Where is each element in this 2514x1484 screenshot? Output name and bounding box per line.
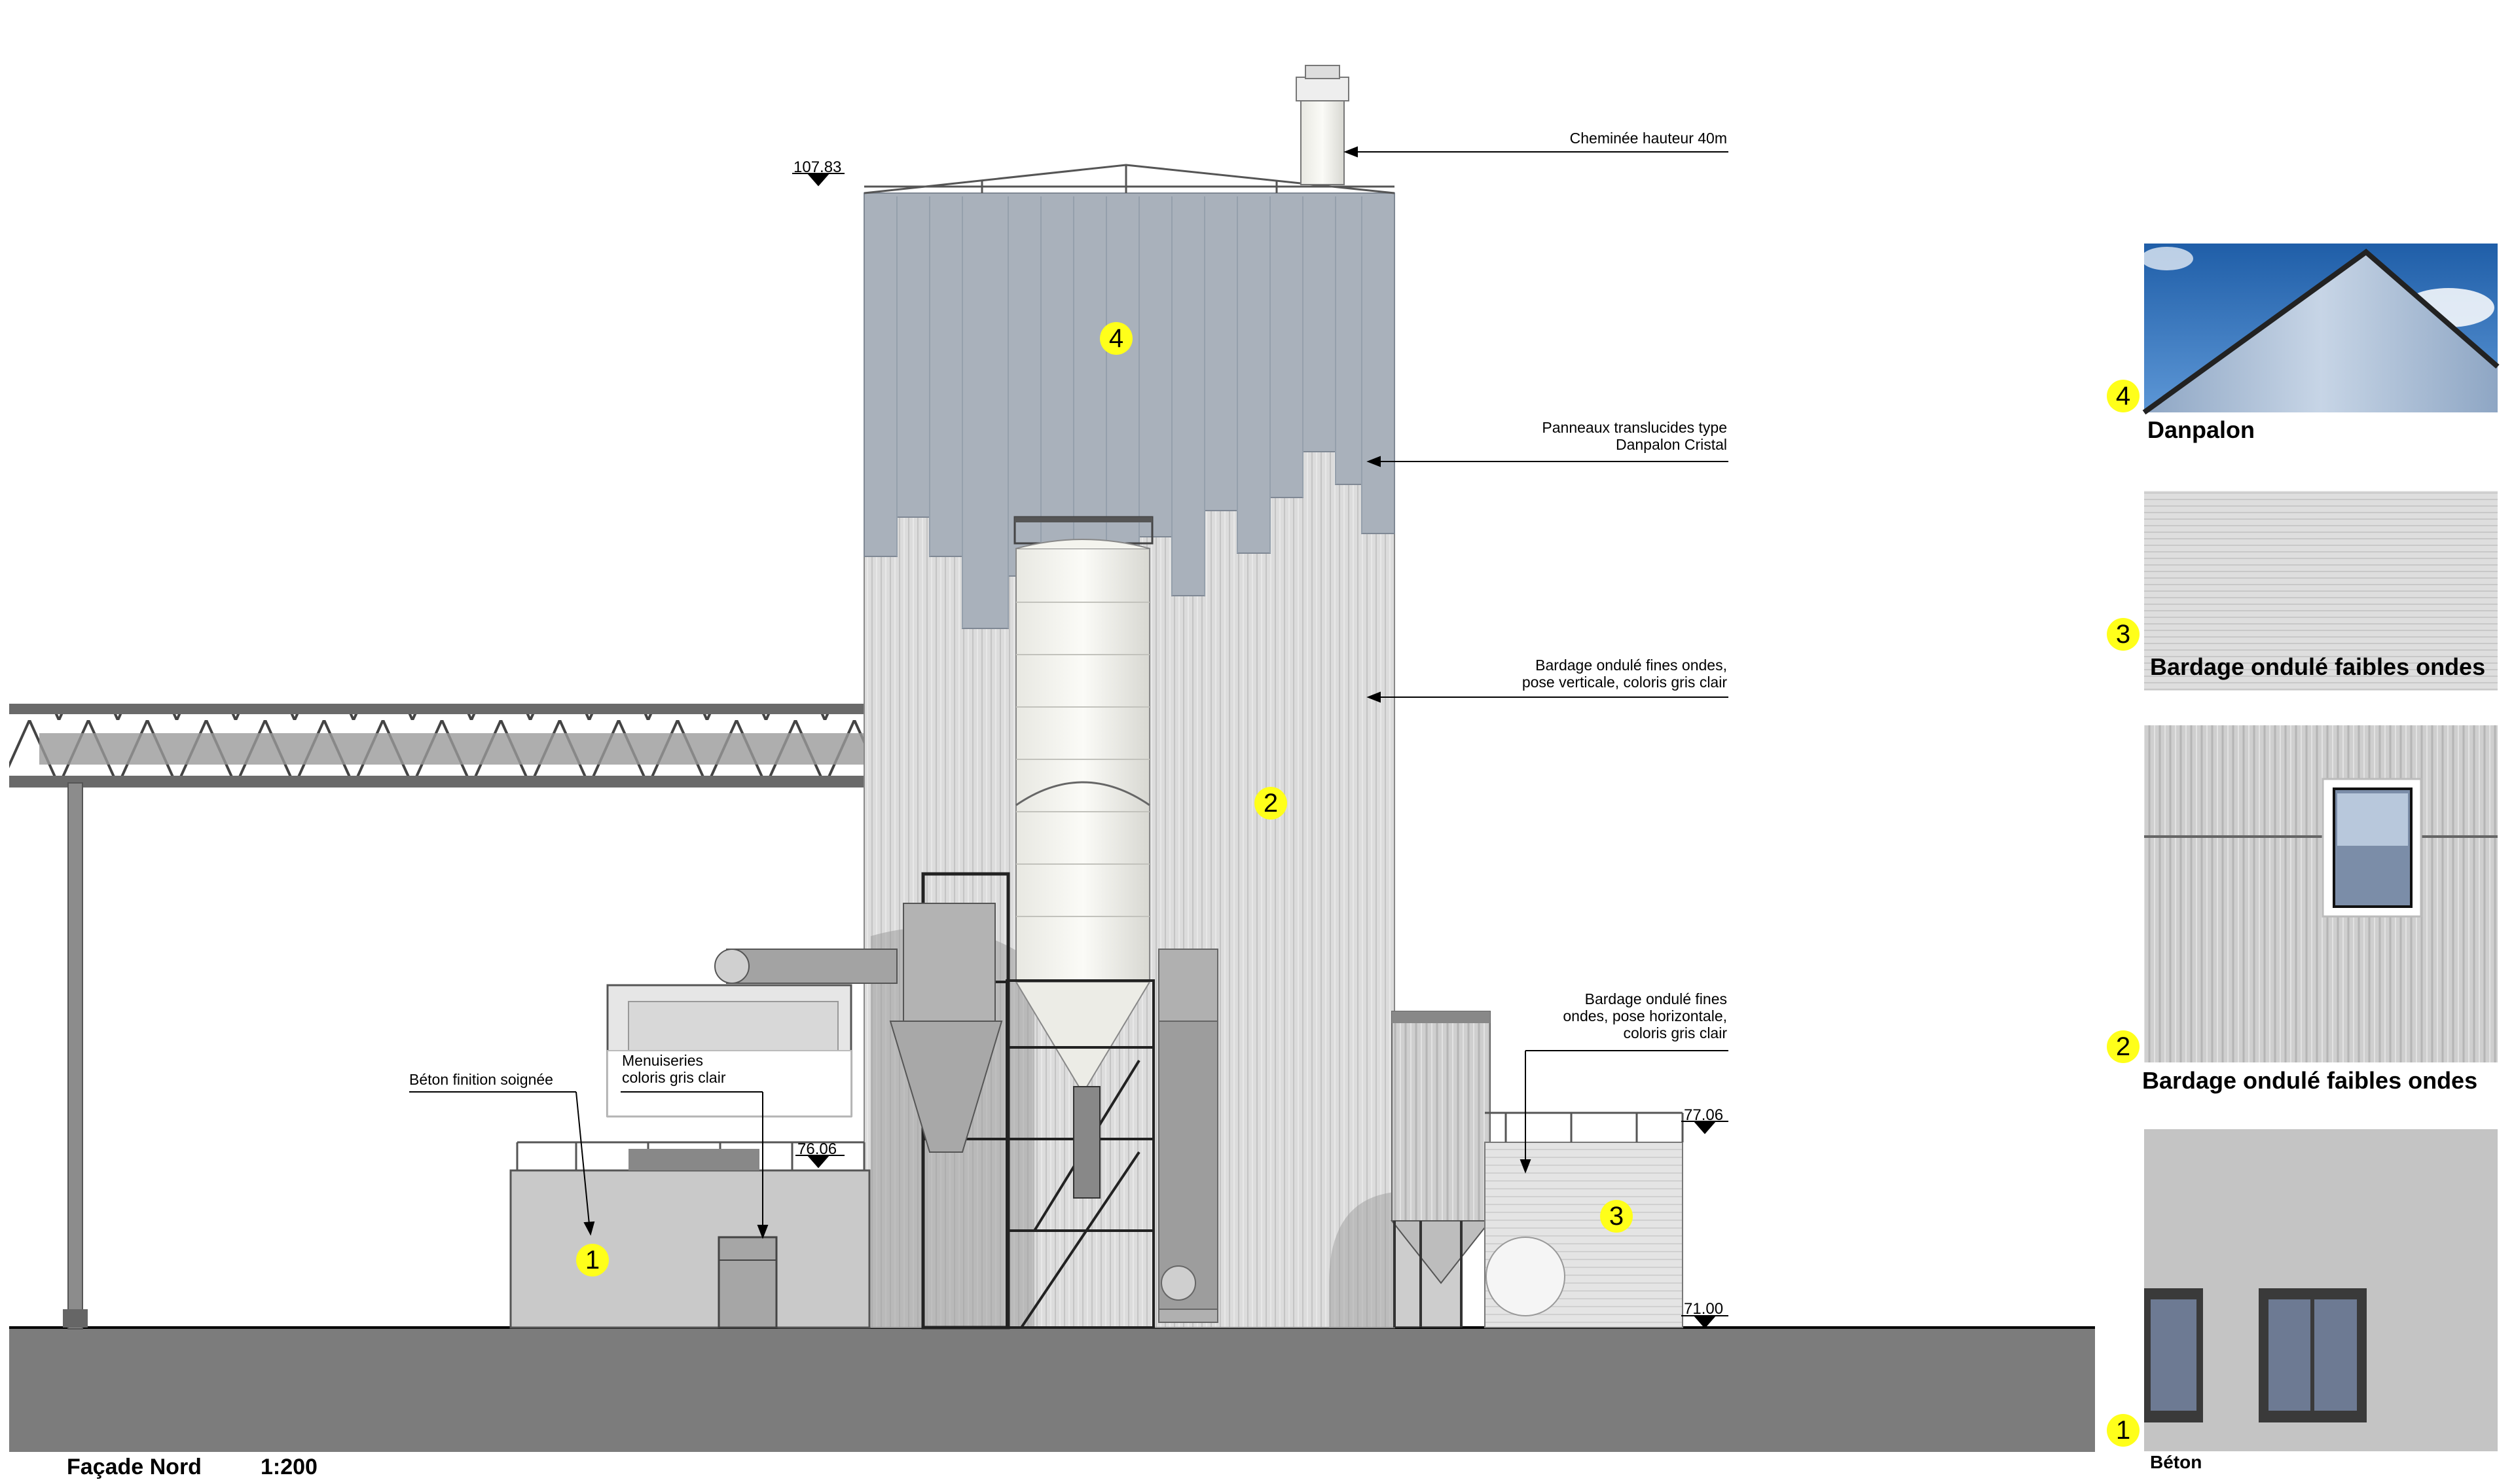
legend-marker-4: 4	[2107, 380, 2140, 412]
chimney-label: Cheminée hauteur 40m	[1569, 130, 1727, 147]
level-top: 107.83	[793, 158, 842, 176]
concrete-building	[509, 1141, 871, 1329]
drawing-title: Façade Nord	[67, 1455, 202, 1479]
legend-caption-3: Bardage ondulé faibles ondes	[2150, 653, 2486, 680]
small-silo	[1390, 1011, 1492, 1328]
ground-slab	[9, 1328, 2095, 1452]
vertical-cladding-label: Bardage ondulé fines ondes, pose vertica…	[1521, 657, 1727, 691]
zone-marker-2: 2	[1254, 787, 1287, 820]
swatch-horizontal	[2144, 491, 2498, 691]
legend-marker-3: 3	[2107, 618, 2140, 651]
conveyor-bridge	[9, 704, 873, 1330]
leader-lines	[409, 146, 1728, 1239]
swatch-danpalon	[2141, 244, 2500, 415]
legend-marker-1: 1	[2107, 1414, 2140, 1447]
chimney	[1296, 65, 1349, 185]
main-silo	[1013, 516, 1154, 1095]
concrete-label: Béton finition soignée	[409, 1071, 553, 1088]
zone-marker-4: 4	[1100, 322, 1133, 355]
legend-marker-2: 2	[2107, 1030, 2140, 1063]
level-ground: 71.00	[1684, 1300, 1724, 1318]
level-markers	[792, 173, 1728, 1329]
level-terrace-right: 77.06	[1684, 1106, 1724, 1124]
process-equipment-left	[889, 872, 1010, 1330]
duct	[714, 949, 1218, 1323]
legend-caption-4: Danpalon	[2147, 416, 2255, 443]
horizontal-cladding-label: Bardage ondulé fines ondes, pose horizon…	[1563, 990, 1727, 1041]
translucent-label: Panneaux translucides type Danpalon Cris…	[1542, 419, 1727, 453]
swatch-vertical	[2144, 725, 2498, 1062]
zone-marker-3: 3	[1600, 1200, 1633, 1233]
level-terrace-left: 76.06	[797, 1140, 837, 1158]
roof-unit	[606, 984, 852, 1117]
right-annex	[1484, 1112, 1684, 1328]
legend-caption-2: Bardage ondulé faibles ondes	[2142, 1067, 2478, 1094]
zone-marker-1: 1	[576, 1244, 609, 1276]
legend-caption-1: Béton	[2150, 1452, 2202, 1472]
joinery-label: Menuiseries coloris gris clair	[622, 1052, 726, 1086]
swatch-concrete	[2144, 1129, 2498, 1451]
drawing-scale: 1:200	[261, 1455, 318, 1479]
